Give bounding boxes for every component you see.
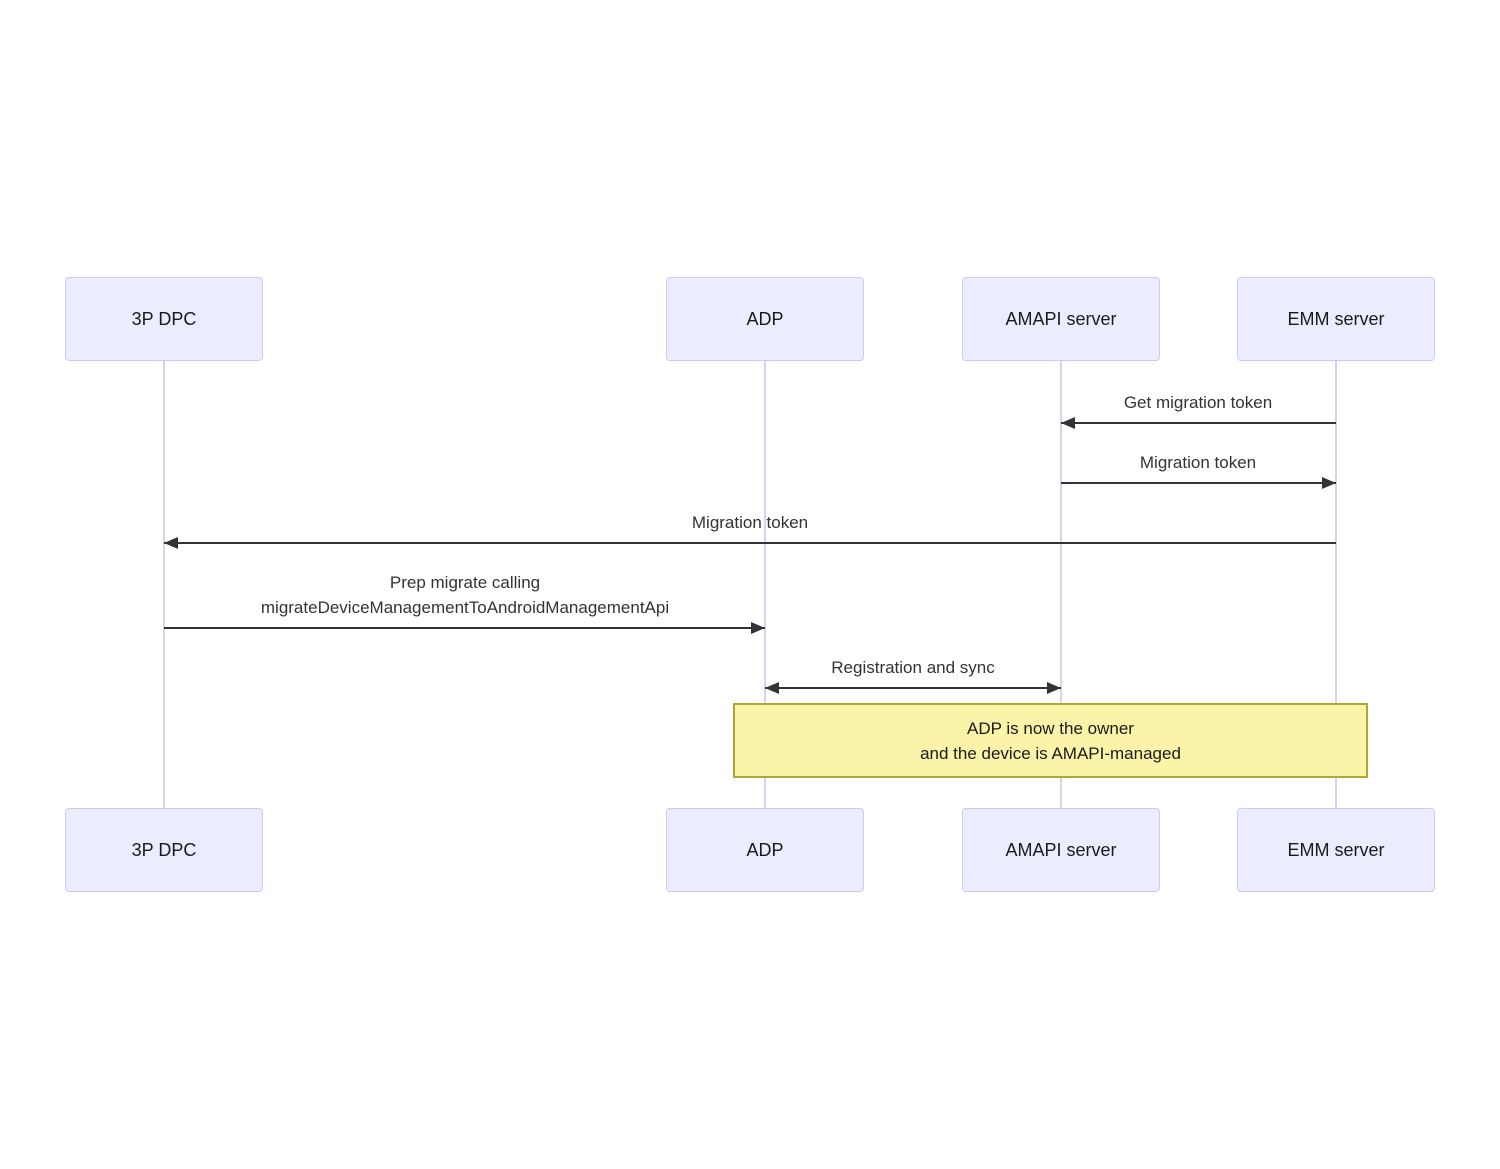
message-label-migration-token-to-emm: Migration token xyxy=(1139,453,1257,472)
message-label-migration-token-to-dpc: Migration token xyxy=(691,513,809,532)
arrowhead-right-icon xyxy=(1047,682,1061,694)
actor-label: 3P DPC xyxy=(131,308,197,329)
arrowhead-left-icon xyxy=(765,682,779,694)
actor-label: AMAPI server xyxy=(1005,839,1117,860)
note-line-1: ADP is now the owner xyxy=(967,718,1134,738)
message-label-registration-and-sync: Registration and sync xyxy=(831,658,995,677)
actor-label: ADP xyxy=(746,839,784,860)
message-line-prep-migrate xyxy=(164,622,765,634)
actor-label: EMM server xyxy=(1287,308,1385,329)
actor-top-3p-dpc: 3P DPC xyxy=(65,277,263,361)
actor-label: EMM server xyxy=(1287,839,1385,860)
message-line-get-migration-token xyxy=(1061,417,1336,429)
actor-top-emm-server: EMM server xyxy=(1237,277,1435,361)
message-line-registration-and-sync xyxy=(765,682,1061,694)
note-line-2: and the device is AMAPI-managed xyxy=(920,743,1181,763)
actor-top-amapi-server: AMAPI server xyxy=(962,277,1160,361)
message-line-migration-token-to-dpc xyxy=(164,537,1336,549)
lifeline-adp xyxy=(764,361,766,808)
actor-bottom-adp: ADP xyxy=(666,808,864,892)
actor-label: AMAPI server xyxy=(1005,308,1117,329)
actor-label: 3P DPC xyxy=(131,839,197,860)
arrowhead-left-icon xyxy=(164,537,178,549)
note-device-ownership: ADP is now the owner and the device is A… xyxy=(733,703,1368,778)
lifeline-emm-server xyxy=(1335,361,1337,808)
message-label-get-migration-token: Get migration token xyxy=(1123,393,1273,412)
message-label-line-1: Prep migrate calling xyxy=(389,573,541,592)
actor-bottom-3p-dpc: 3P DPC xyxy=(65,808,263,892)
message-line-migration-token-to-emm xyxy=(1061,477,1336,489)
arrowhead-right-icon xyxy=(751,622,765,634)
lifeline-amapi-server xyxy=(1060,361,1062,808)
actor-label: ADP xyxy=(746,308,784,329)
message-label-prep-migrate: Prep migrate calling migrateDeviceManage… xyxy=(261,570,669,620)
arrowhead-right-icon xyxy=(1322,477,1336,489)
message-label-line-2: migrateDeviceManagementToAndroidManageme… xyxy=(260,598,670,617)
lifeline-3p-dpc xyxy=(163,361,165,808)
actor-bottom-amapi-server: AMAPI server xyxy=(962,808,1160,892)
actor-top-adp: ADP xyxy=(666,277,864,361)
actor-bottom-emm-server: EMM server xyxy=(1237,808,1435,892)
arrowhead-left-icon xyxy=(1061,417,1075,429)
